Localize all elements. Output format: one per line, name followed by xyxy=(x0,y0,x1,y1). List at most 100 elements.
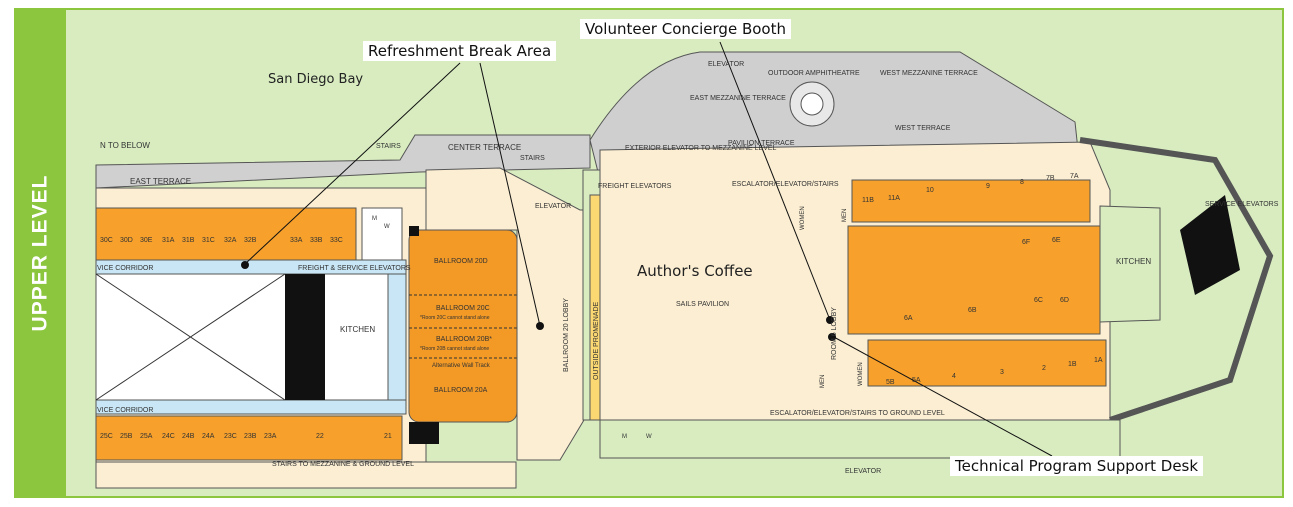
center-terrace-area xyxy=(95,134,591,189)
label-stairs-top: STAIRS xyxy=(376,143,401,150)
label-outdoor-amphitheatre: OUTDOOR AMPHITHEATRE xyxy=(768,70,860,77)
level-label-text: UPPER LEVEL xyxy=(28,174,51,332)
room-label: 30E xyxy=(140,237,153,244)
kitchen-left-area xyxy=(95,273,389,401)
label-women-top: WOMEN xyxy=(800,206,806,230)
marker-refreshment-left xyxy=(241,261,249,269)
room-label: 3 xyxy=(1000,369,1004,376)
room-label: 6E xyxy=(1052,237,1061,244)
label-ballroom-20c: BALLROOM 20C xyxy=(436,305,490,312)
callout-tech-support: Technical Program Support Desk xyxy=(950,456,1204,476)
label-ballroom-20a: BALLROOM 20A xyxy=(434,387,488,394)
label-wall-track: Alternative Wall Track xyxy=(432,363,491,369)
kitchen-right-area xyxy=(1099,205,1161,323)
label-east-mezzanine: EAST MEZZANINE TERRACE xyxy=(690,95,786,102)
restroom-women-icon: W xyxy=(646,434,652,440)
kitchen-divider xyxy=(285,274,325,400)
ballroom-lobby xyxy=(425,167,591,461)
room-label: 23A xyxy=(264,433,277,440)
label-ballroom20-lobby: BALLROOM 20 LOBBY xyxy=(563,298,570,372)
room-label: 6A xyxy=(904,315,913,322)
room-label: 23C xyxy=(224,433,237,440)
room-label: 31B xyxy=(182,237,195,244)
room-labels-bottom-left: 25C 25B 25A 24C 24B 24A 23C 23B 23A 22 2… xyxy=(100,433,392,440)
room-label: 6B xyxy=(968,307,977,314)
callout-volunteer-booth: Volunteer Concierge Booth xyxy=(580,19,791,39)
room-label: 33B xyxy=(310,237,323,244)
room-label: 6F xyxy=(1022,239,1030,246)
label-women-bottom: WOMEN xyxy=(858,362,864,386)
label-ballroom-20b-note: *Room 20B cannot stand alone xyxy=(420,346,489,352)
service-elevator-block xyxy=(1180,195,1240,295)
restroom-markers: M W M W xyxy=(372,216,652,440)
room-label: 25A xyxy=(140,433,153,440)
room-label: 10 xyxy=(926,187,934,194)
room-label: 33A xyxy=(290,237,303,244)
label-kitchen-left: KITCHEN xyxy=(340,325,375,334)
room-label: 1B xyxy=(1068,361,1077,368)
label-service-elevators: SERVICE ELEVATORS xyxy=(1205,201,1279,208)
leader-tech xyxy=(831,335,1053,457)
label-open-to-below: N TO BELOW xyxy=(100,141,150,150)
room-labels-right-bottom: 5B 5A 4 3 2 1B 1A xyxy=(886,357,1103,386)
room-label: 4 xyxy=(952,373,956,380)
label-stairs-center: STAIRS xyxy=(520,155,545,162)
label-elevator-left: ELEVATOR xyxy=(535,203,571,210)
marker-refreshment-right xyxy=(536,322,544,330)
room-label: 24B xyxy=(182,433,195,440)
bay-label: San Diego Bay xyxy=(268,72,364,87)
label-freight-elevators: FREIGHT ELEVATORS xyxy=(598,183,672,190)
room-label: 7B xyxy=(1046,175,1055,182)
room-label: 5B xyxy=(886,379,895,386)
level-label: UPPER LEVEL xyxy=(14,8,66,498)
label-men-top: MEN xyxy=(842,209,848,222)
label-east-terrace: EAST TERRACE xyxy=(130,177,191,186)
callout-refreshment-break: Refreshment Break Area xyxy=(363,41,557,61)
label-center-terrace: CENTER TERRACE xyxy=(448,143,521,152)
room-label: 6D xyxy=(1060,297,1069,304)
amphitheatre-stage-inner xyxy=(800,92,824,116)
label-freight-service: FREIGHT & SERVICE ELEVATORS xyxy=(298,265,411,272)
marker-volunteer xyxy=(826,316,834,324)
leader-refreshment-1 xyxy=(244,62,461,265)
room-label: 11B xyxy=(862,197,874,204)
label-kitchen-right: KITCHEN xyxy=(1116,257,1151,266)
label-ballroom-20c-note: *Room 20C cannot stand alone xyxy=(420,315,490,321)
rooms-top-left xyxy=(95,207,403,261)
side-band xyxy=(14,8,66,498)
bottom-escalator-strip xyxy=(599,419,1121,459)
room-label: 22 xyxy=(316,433,324,440)
label-elevator-bottom: ELEVATOR xyxy=(845,468,881,475)
room-labels-right-top: 11B 11A 10 9 8 7B 7A xyxy=(862,173,1079,204)
room-label: 5A xyxy=(912,377,921,384)
room-label: 6C xyxy=(1034,297,1043,304)
rooms-right-bottom xyxy=(867,339,1107,387)
label-escalator-bottom: ESCALATOR/ELEVATOR/STAIRS TO GROUND LEVE… xyxy=(770,410,945,417)
room-label: 32A xyxy=(224,237,237,244)
marker-tech xyxy=(828,333,836,341)
room-label: 23B xyxy=(244,433,257,440)
room-label: 30C xyxy=(100,237,113,244)
label-ballroom-20d: BALLROOM 20D xyxy=(434,258,488,265)
label-room6-lobby: ROOM 6 LOBBY xyxy=(831,307,838,360)
leader-refreshment-2 xyxy=(479,62,541,327)
room-label: 32B xyxy=(244,237,257,244)
stairs-strip-bottom xyxy=(95,461,517,489)
restroom-men-icon: M xyxy=(372,216,377,222)
rooms-right-mid xyxy=(847,225,1101,335)
label-escalator-top: ESCALATOR/ELEVATOR/STAIRS xyxy=(732,181,839,188)
authors-coffee-label: Author's Coffee xyxy=(637,262,753,280)
rooms-bottom-left xyxy=(95,415,403,461)
room-label: 2 xyxy=(1042,365,1046,372)
room-label: 30D xyxy=(120,237,133,244)
room-label: 11A xyxy=(888,195,900,202)
restroom-women-icon: W xyxy=(384,224,390,230)
label-stairs-mezzanine: STAIRS TO MEZZANINE & GROUND LEVEL xyxy=(272,461,414,468)
label-ballroom-20b: BALLROOM 20B* xyxy=(436,336,492,343)
room-label: 25B xyxy=(120,433,133,440)
room-label: 8 xyxy=(1020,179,1024,186)
label-pavilion-terrace: PAVILION TERRACE xyxy=(728,140,795,147)
label-elevator-top: ELEVATOR xyxy=(708,61,744,68)
service-corridor-side xyxy=(387,273,407,415)
label-outside-promenade: OUTSIDE PROMENADE xyxy=(593,301,600,380)
